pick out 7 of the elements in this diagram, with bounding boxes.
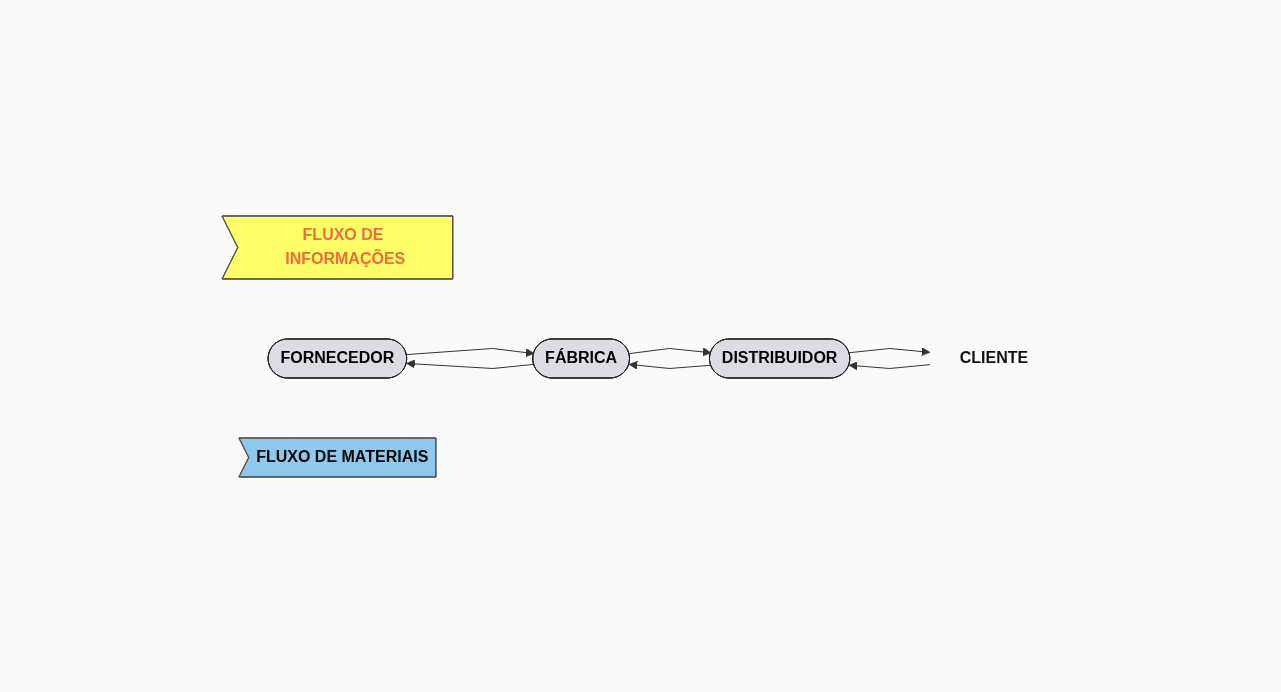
arrow xyxy=(406,347,535,357)
arrow xyxy=(406,359,535,369)
arrow xyxy=(849,346,931,356)
node-text: CLIENTE xyxy=(960,348,1029,366)
arrow xyxy=(629,347,712,356)
arrow xyxy=(629,360,712,370)
arrow xyxy=(849,361,931,370)
